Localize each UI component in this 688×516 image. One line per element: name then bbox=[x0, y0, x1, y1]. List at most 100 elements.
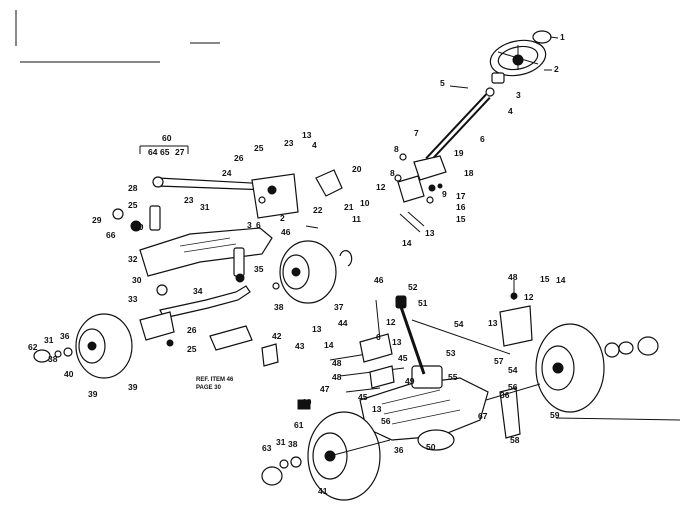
steering-wheel bbox=[489, 39, 547, 77]
callout-label: 57 bbox=[494, 356, 504, 366]
callout-label: 10 bbox=[360, 198, 370, 208]
callout-label: 14 bbox=[556, 275, 566, 285]
callout-label: 49 bbox=[405, 376, 415, 386]
callout-label: 16 bbox=[456, 202, 466, 212]
callout-label: 9 bbox=[442, 189, 447, 199]
callout-label: 4 bbox=[508, 106, 513, 116]
callout-label: 45 bbox=[358, 392, 368, 402]
rear-left-wheel bbox=[261, 399, 391, 501]
callout-label: 14 bbox=[324, 340, 334, 350]
callout-label: 27 bbox=[175, 147, 185, 157]
callout-label: 67 bbox=[478, 411, 488, 421]
callout-label: 29 bbox=[92, 215, 102, 225]
callout-label: 6 bbox=[376, 332, 381, 342]
callout-label: 55 bbox=[448, 372, 458, 382]
callout-label: 21 bbox=[344, 202, 354, 212]
callout-label: 15 bbox=[540, 274, 550, 284]
rear-bracket bbox=[499, 280, 533, 439]
callout-label: 24 bbox=[222, 168, 232, 178]
callout-label: 32 bbox=[128, 254, 138, 264]
callout-label: 62 bbox=[28, 342, 38, 352]
callout-label: 11 bbox=[352, 214, 361, 224]
callout-label: 25 bbox=[128, 200, 138, 210]
callout-label: 48 bbox=[508, 272, 518, 282]
callout-label: 2 bbox=[554, 64, 559, 74]
callout-label: 34 bbox=[193, 286, 203, 296]
callout-label: 31 bbox=[44, 335, 54, 345]
callout-label: 36 bbox=[500, 390, 510, 400]
callout-label: 38 bbox=[48, 354, 58, 364]
callout-label: 19 bbox=[454, 148, 464, 158]
callout-label: 13 bbox=[312, 324, 322, 334]
callout-label: 40 bbox=[64, 369, 74, 379]
callout-label: 54 bbox=[508, 365, 518, 375]
callout-label: 45 bbox=[398, 353, 408, 363]
callout-label: 26 bbox=[187, 325, 197, 335]
callout-label: 23 bbox=[184, 195, 194, 205]
steering-gear-assembly bbox=[394, 153, 447, 233]
callout-label: 60 bbox=[302, 397, 312, 407]
callout-label: 22 bbox=[313, 205, 323, 215]
callout-label: 13 bbox=[372, 404, 382, 414]
callout-label: 56 bbox=[381, 416, 391, 426]
callout-label: 6 bbox=[256, 220, 261, 230]
callout-label: 20 bbox=[352, 164, 362, 174]
steering-shaft bbox=[425, 93, 491, 163]
control-rods bbox=[329, 299, 511, 393]
front-right-wheel bbox=[272, 240, 353, 304]
front-left-wheel bbox=[33, 313, 133, 379]
callout-label: 38 bbox=[274, 302, 284, 312]
left-spindle bbox=[112, 205, 161, 232]
steering-adapter bbox=[491, 72, 505, 84]
callout-label: 64 bbox=[148, 147, 158, 157]
callout-label: 65 bbox=[160, 147, 170, 157]
shift-lever bbox=[395, 295, 426, 375]
wheel-cap bbox=[532, 30, 552, 44]
lower-linkage bbox=[139, 284, 251, 347]
reference-note: REF. ITEM 46 PAGE 30 bbox=[196, 377, 234, 391]
lift-bracket bbox=[209, 325, 279, 367]
callout-label: 56 bbox=[508, 382, 518, 392]
callout-label: 31 bbox=[200, 202, 210, 212]
callout-label: 50 bbox=[426, 442, 436, 452]
callout-label: 13 bbox=[392, 337, 402, 347]
callout-label: 7 bbox=[414, 128, 419, 138]
rear-right-wheel bbox=[485, 323, 659, 413]
pitman-arm-bracket bbox=[251, 169, 343, 219]
callout-label: 23 bbox=[284, 138, 294, 148]
reference-note-line1: REF. ITEM 46 bbox=[196, 377, 234, 383]
callout-label: 42 bbox=[272, 331, 282, 341]
callout-label: 13 bbox=[425, 228, 435, 238]
callout-label: 44 bbox=[338, 318, 348, 328]
callout-label: 59 bbox=[550, 410, 560, 420]
callout-label: 36 bbox=[394, 445, 404, 455]
callout-label: 37 bbox=[334, 302, 344, 312]
callout-label: 58 bbox=[510, 435, 520, 445]
callout-label: 66 bbox=[106, 230, 116, 240]
leader-lines bbox=[139, 36, 681, 421]
callout-label: 18 bbox=[464, 168, 474, 178]
callout-label: 43 bbox=[295, 341, 305, 351]
callout-label: 3 bbox=[247, 220, 252, 230]
callout-label: 1 bbox=[560, 32, 565, 42]
callout-label: 48 bbox=[332, 358, 342, 368]
front-axle bbox=[139, 227, 273, 277]
callout-label: 33 bbox=[128, 294, 138, 304]
callout-label: 39 bbox=[128, 382, 138, 392]
callout-label: 25 bbox=[187, 344, 197, 354]
callout-label: 54 bbox=[454, 319, 464, 329]
reference-note-line2: PAGE 30 bbox=[196, 385, 222, 391]
callout-label: 53 bbox=[446, 348, 456, 358]
callout-label: 25 bbox=[254, 143, 264, 153]
callout-labels: 1234567889101112131415161718192021222313… bbox=[28, 32, 566, 496]
callout-label: 31 bbox=[276, 437, 286, 447]
callout-label: 2 bbox=[280, 213, 285, 223]
callout-label: 12 bbox=[376, 182, 386, 192]
callout-label: 3 bbox=[516, 90, 521, 100]
callout-label: 28 bbox=[128, 183, 138, 193]
callout-label: 48 bbox=[332, 372, 342, 382]
callout-label: 15 bbox=[456, 214, 466, 224]
callout-label: 12 bbox=[524, 292, 534, 302]
